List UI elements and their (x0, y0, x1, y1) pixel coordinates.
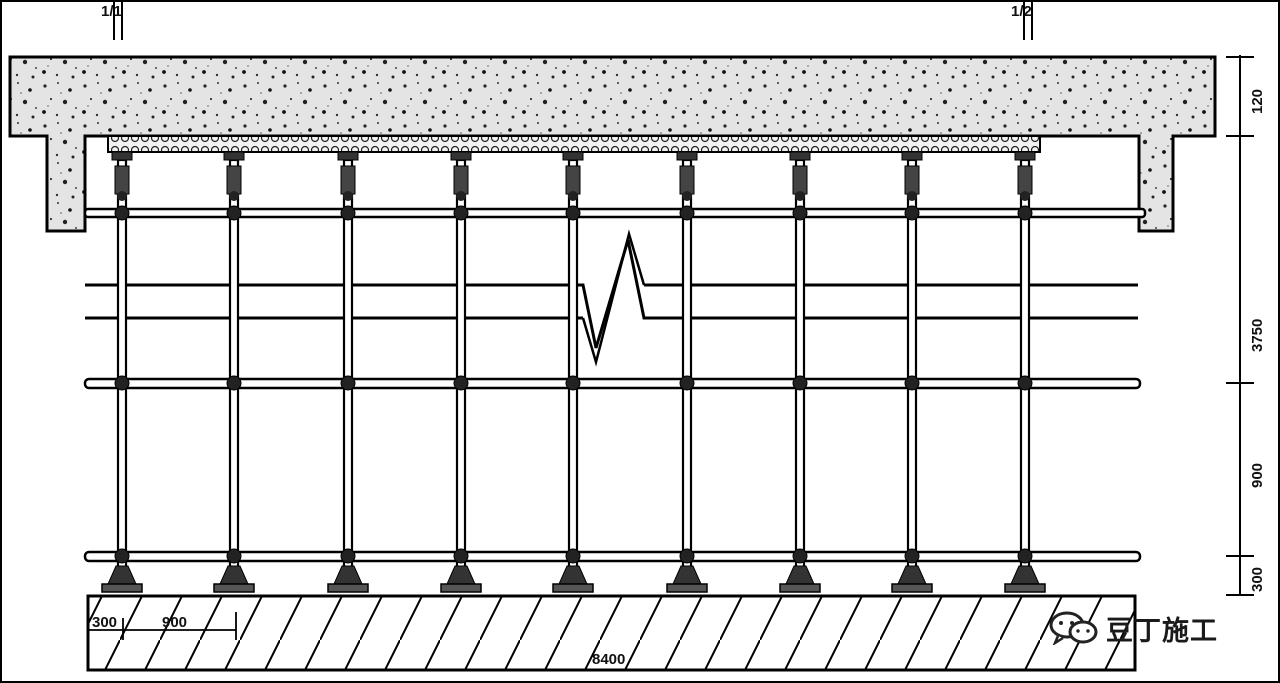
scaffold-standard (666, 151, 708, 593)
width-dimension (87, 612, 237, 645)
vertical-standards (101, 151, 1046, 593)
break-line (570, 239, 650, 349)
section-tag-left: 1/1 (101, 0, 123, 40)
scaffold-standard (440, 151, 482, 593)
scaffold-standard (552, 151, 594, 593)
height-dimension (1226, 55, 1254, 596)
formwork-strip (107, 135, 1041, 153)
horizontal-ledgers (83, 207, 1147, 563)
scaffold-standard (213, 151, 255, 593)
bay-spacing-label: 900 (162, 614, 187, 631)
bottom-step-label: 300 (1249, 567, 1266, 592)
scaffold-standard (779, 151, 821, 593)
concrete-slab (8, 55, 1217, 233)
total-height-label: 3750 (1249, 319, 1266, 352)
right-tag-text: 1/2 (1011, 3, 1032, 20)
watermark: 豆丁施工 (1048, 608, 1218, 648)
scaffold-standard (327, 151, 369, 593)
watermark-text: 豆丁施工 (1106, 615, 1218, 647)
left-tag-text: 1/1 (101, 3, 122, 20)
scaffold-standard (101, 151, 143, 593)
edge-spacing-label: 300 (92, 614, 117, 631)
scaffold-standard (1004, 151, 1046, 593)
total-width-label: 8400 (592, 651, 625, 668)
slab-thickness-label: 120 (1249, 89, 1266, 114)
upper-step-label: 900 (1249, 463, 1266, 488)
wechat-icon (1049, 611, 1098, 645)
scaffold-standard (891, 151, 933, 593)
section-tag-right: 1/2 (1011, 0, 1033, 40)
